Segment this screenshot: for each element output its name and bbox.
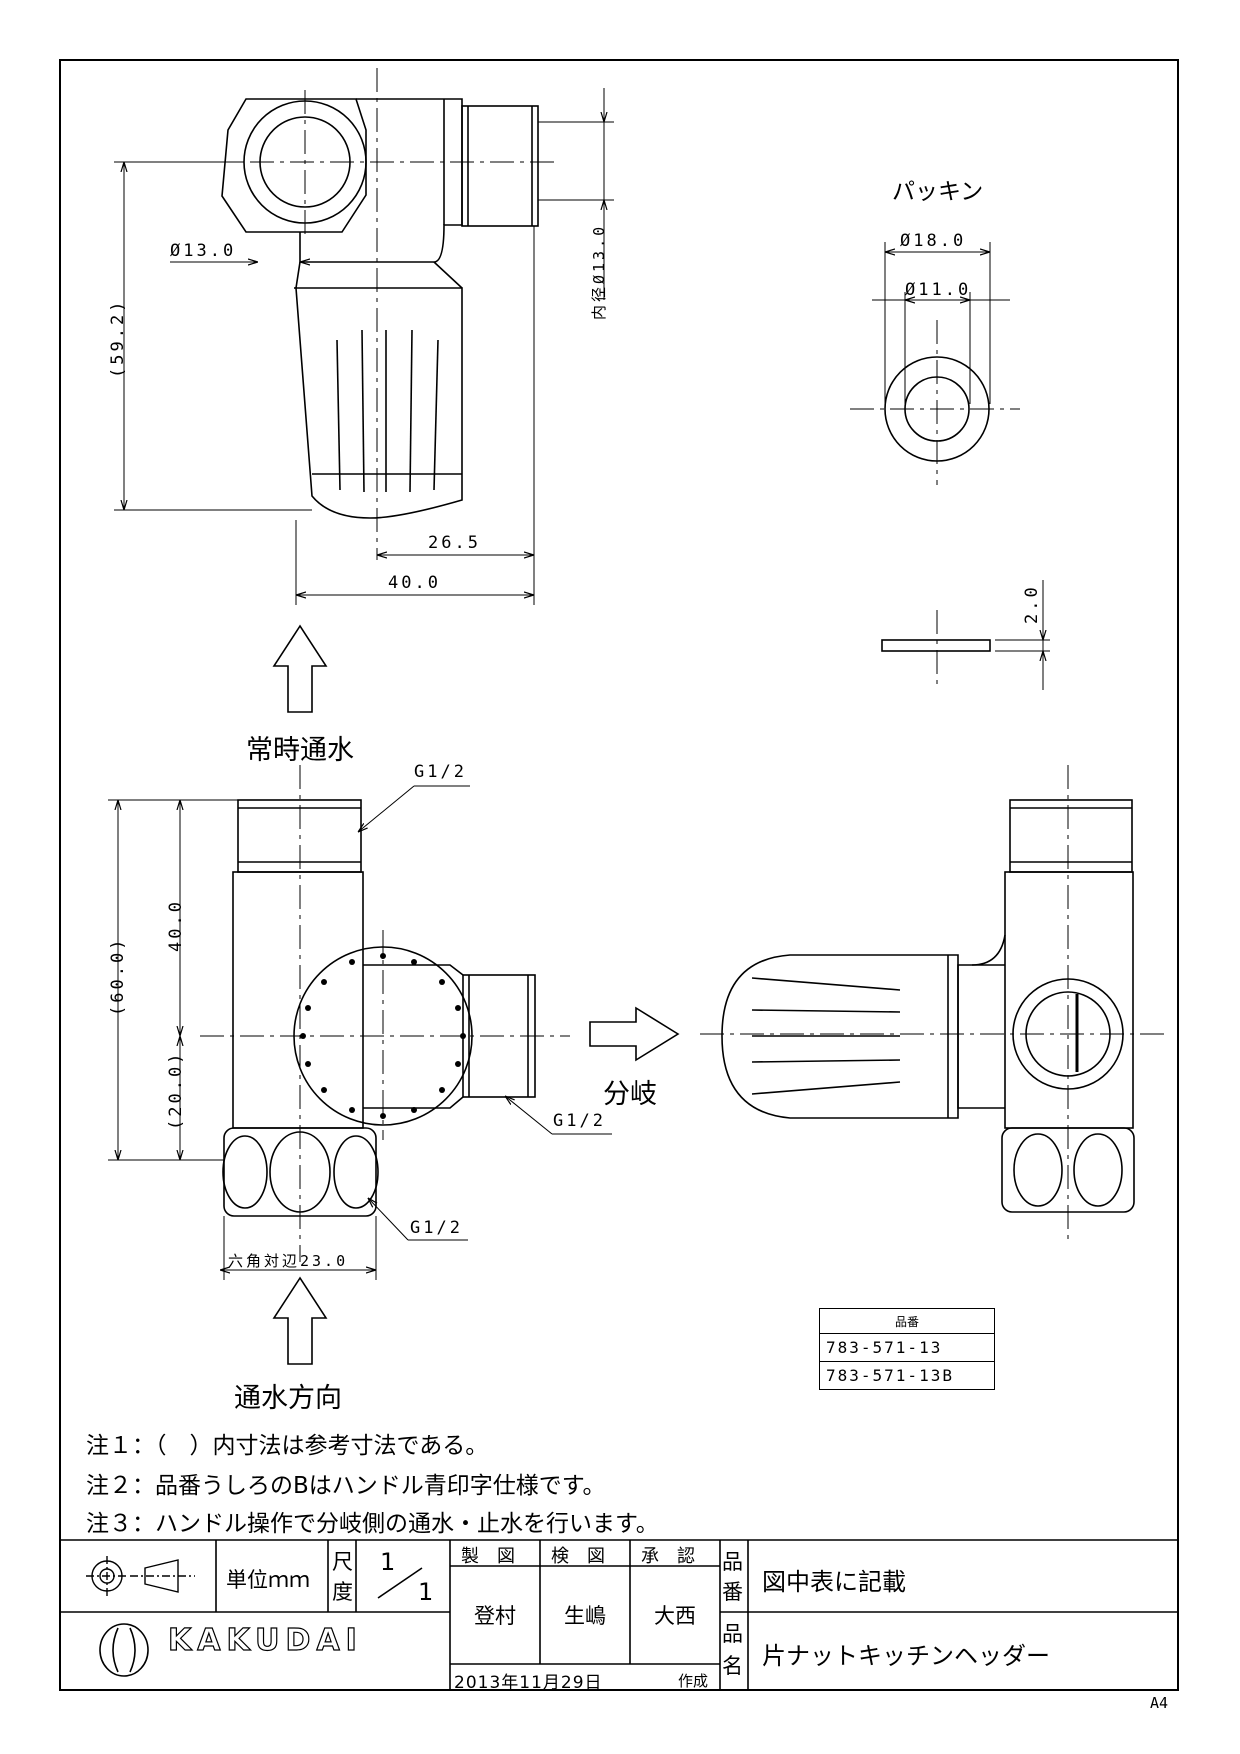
dim-packing-inner: Ø11.0 [905,280,972,300]
created-label: 作成 [678,1672,709,1690]
constant-flow-label: 常時通水 [246,735,354,766]
dim-packing-thickness: 2.0 [1022,584,1042,624]
paper-size: A4 [1150,1694,1169,1712]
thread-label-bottom: G1/2 [410,1218,463,1238]
checked-by: 生嶋 [564,1604,606,1628]
note-1: 注１：（ ）内寸法は参考寸法である。 [86,1433,489,1459]
dim-height-60-0: (60.0) [108,936,128,1016]
top-view-centerlines [170,68,560,560]
part-no-label-bottom: 番 [722,1580,743,1604]
front-view [222,799,536,1217]
flow-arrow-up-bottom [272,1276,328,1365]
part-name-value: 片ナットキッチンヘッダー [762,1642,1050,1670]
part-number-table-header: 品番 [819,1308,995,1334]
part-no-value: 図中表に記載 [762,1568,906,1596]
packing-centerlines [850,320,1020,685]
side-view [721,799,1135,1213]
thread-label-side: G1/2 [553,1111,606,1131]
approved-label: 承 認 [641,1546,695,1567]
front-view-dims [108,785,612,1280]
packing-label: パッキン [892,179,984,205]
part-number-row: 783-571-13 [819,1333,995,1362]
part-number-row: 783-571-13B [819,1361,995,1390]
packing-dims [872,242,1050,690]
checked-label: 検 図 [551,1546,605,1567]
dim-inner-diameter: 内径Ø13.0 [590,223,608,320]
created-date: 2013年11月29日 [454,1673,603,1693]
part-name-label-bottom: 名 [722,1654,743,1678]
thread-label-top: G1/2 [414,762,467,782]
dim-width-40-0: 40.0 [388,573,441,593]
company-logo-text: KAKUDAI [167,1622,363,1658]
dim-height-20-0: (20.0) [166,1050,186,1130]
note-2: 注２：品番うしろのBはハンドル青印字仕様です。 [86,1473,606,1499]
part-number-table: 品番 783-571-13 783-571-13B [819,1308,995,1390]
dim-width-26-5: 26.5 [428,533,481,553]
front-view-handle-ribs [300,953,466,1119]
part-no-label-top: 品 [722,1550,743,1574]
unit-label: 単位ｍｍ [226,1568,310,1592]
drawn-by: 登村 [474,1604,516,1628]
projection-symbol [86,1556,195,1596]
part-name-label-top: 品 [722,1622,743,1646]
flow-arrow-up-top [272,624,328,713]
packing-view [881,356,991,652]
dim-packing-outer: Ø18.0 [900,231,967,251]
dim-hole-diameter: Ø13.0 [170,241,237,261]
approved-by: 大西 [654,1604,696,1628]
dim-height-59-2: (59.2) [108,298,128,378]
side-view-centerlines [700,765,1165,1240]
kakudai-logo-mark [99,1623,149,1677]
dim-hex-across-flats: 六角対辺23.0 [228,1252,349,1270]
drawn-label: 製 図 [461,1546,515,1567]
title-block-lines [60,1539,1178,1690]
scale-denominator: 1 [418,1578,434,1606]
flow-direction-label: 通水方向 [234,1383,342,1414]
scale-label-top: 尺 [332,1550,353,1574]
scale-label-bottom: 度 [332,1580,353,1604]
branch-arrow-right [589,1006,680,1062]
note-3: 注３：ハンドル操作で分岐側の通水・止水を行います。 [86,1511,659,1537]
drawing-frame [59,59,1179,1691]
scale-numerator: 1 [380,1548,396,1576]
top-view-dims [114,88,614,605]
front-view-centerlines [200,765,570,1262]
dim-height-40-0: 40.0 [166,899,186,952]
branch-label: 分岐 [603,1079,657,1110]
top-view [221,98,539,519]
